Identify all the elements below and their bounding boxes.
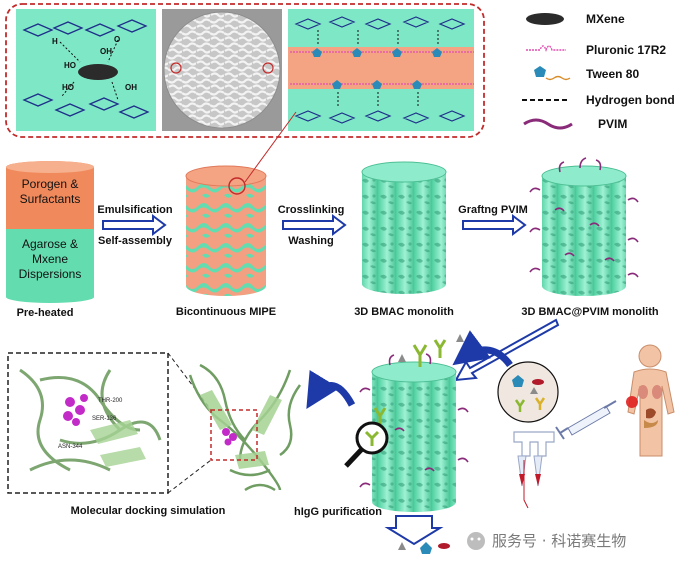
preheated-label: Pre-heated xyxy=(17,307,74,319)
wechat-icon xyxy=(467,532,485,550)
arrow-step1 xyxy=(102,214,167,236)
residue-label-1: THR-200 xyxy=(98,398,123,404)
mxene-flake-icon xyxy=(78,64,118,80)
human-body-icon xyxy=(626,344,675,457)
bmac-pvim-cylinder: 3D BMAC@PVIM monolith xyxy=(521,157,659,318)
bmac-label: 3D BMAC monolith xyxy=(354,306,454,318)
arrow-from-sample xyxy=(452,330,513,368)
residue-label-3: ASN-344 xyxy=(58,444,83,450)
tween-legend-icon xyxy=(534,66,546,77)
mol-label-ho-2: HO xyxy=(62,83,74,92)
legend-tween: Tween 80 xyxy=(586,67,639,81)
panel-hbond-molecules: OH OH HO HO H O xyxy=(16,9,156,131)
step2-bottom-label: Washing xyxy=(288,235,333,247)
mipe-label: Bicontinuous MIPE xyxy=(176,306,276,318)
step-grafting: Graftng PVIM xyxy=(458,204,528,236)
step1-bottom-label: Self-assembly xyxy=(98,235,173,247)
pvim-legend-icon xyxy=(523,118,573,130)
sample-bubble xyxy=(497,361,559,423)
arrow-step3 xyxy=(462,214,527,236)
mol-label-ho-1: HO xyxy=(64,61,76,70)
legend-mxene: MXene xyxy=(586,12,625,26)
agarose-line1: Agarose & xyxy=(22,237,78,251)
mxene-legend-icon xyxy=(526,13,564,25)
legend-hbond: Hydrogen bond xyxy=(586,93,675,107)
mipe-cylinder: Bicontinuous MIPE xyxy=(176,111,297,318)
mol-label-h: H xyxy=(52,37,58,46)
antibody-structure xyxy=(188,363,302,492)
mol-label-o: O xyxy=(114,35,120,44)
residue-label-2: SER-136 xyxy=(92,416,117,422)
docked-ligand xyxy=(63,394,88,426)
watermark-text: 服务号 · 科诺赛生物 xyxy=(492,532,626,550)
porogen-line1: Porogen & xyxy=(22,177,79,191)
agarose-line3: Dispersions xyxy=(19,267,82,281)
sample-tubes-icon xyxy=(513,431,555,509)
step3-top-label: Graftng PVIM xyxy=(458,204,528,216)
porogen-line2: Surfactants xyxy=(20,192,81,206)
antibody-icons xyxy=(373,339,447,426)
micrograph-circle xyxy=(162,9,282,131)
step1-top-label: Emulsification xyxy=(97,204,172,216)
step-emulsification: Emulsification Self-assembly xyxy=(97,204,172,247)
preheated-column: Porogen & Surfactants Agarose & Mxene Di… xyxy=(6,161,94,319)
legend: MXene Pluronic 17R2 Tween 80 Hydrogen bo… xyxy=(522,12,675,131)
mol-label-oh-1: OH xyxy=(100,47,112,56)
panel-interface xyxy=(288,9,474,131)
bmac-pvim-label: 3D BMAC@PVIM monolith xyxy=(521,306,659,318)
arrow-down-elution xyxy=(384,515,444,546)
legend-pvim: PVIM xyxy=(598,117,627,131)
purification-label: hIgG purification xyxy=(294,506,382,518)
syringe-icon xyxy=(555,400,617,440)
step-crosslinking: Crosslinking Washing xyxy=(278,204,347,247)
legend-pluronic: Pluronic 17R2 xyxy=(586,43,666,57)
mol-label-oh-2: OH xyxy=(125,83,137,92)
arrow-to-docking xyxy=(306,369,356,409)
docking-zoom-box: THR-200 SER-136 ASN-344 xyxy=(7,352,169,494)
watermark: 服务号 · 科诺赛生物 xyxy=(467,532,626,550)
step2-top-label: Crosslinking xyxy=(278,204,345,216)
magnifier-icon xyxy=(344,421,389,468)
docking-label: Molecular docking simulation xyxy=(71,505,226,517)
pluronic-legend-icon xyxy=(526,45,566,52)
bmac-cylinder: 3D BMAC monolith xyxy=(354,161,454,318)
arrow-step2 xyxy=(282,214,347,236)
agarose-line2: Mxene xyxy=(32,252,68,266)
purification-column xyxy=(359,334,469,554)
